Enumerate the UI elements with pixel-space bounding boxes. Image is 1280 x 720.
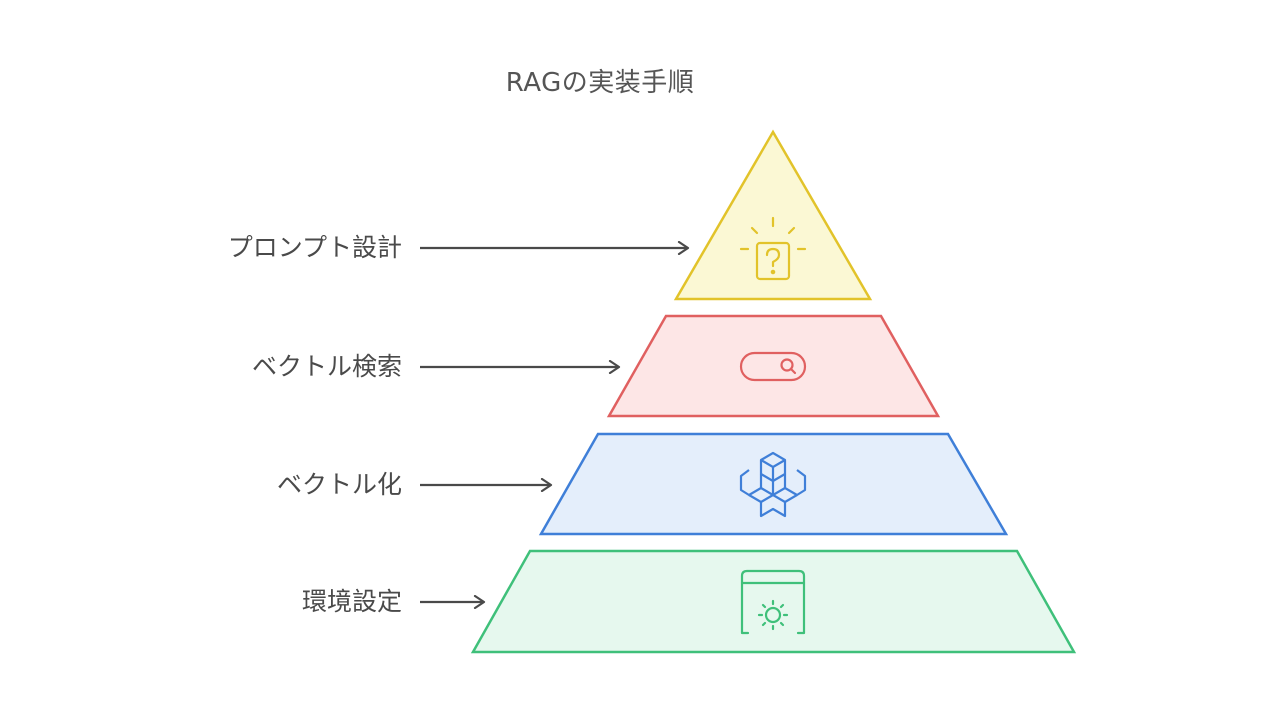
diagram-title: RAGの実装手順 [505,68,695,98]
pyramid-layer-top [673,129,873,301]
search-bar-icon [739,351,807,382]
settings-window-icon [740,569,806,635]
layer-label-prompt-design: プロンプト設計 [227,233,402,262]
layer-label-vectorization: ベクトル化 [276,470,402,499]
pyramid-layer-2 [606,314,941,418]
layer-label-environment-setup: 環境設定 [301,587,402,616]
layer-label-vector-search: ベクトル検索 [251,352,402,381]
cube-cluster-icon [739,451,807,518]
question-lightbulb-icon [739,216,807,281]
